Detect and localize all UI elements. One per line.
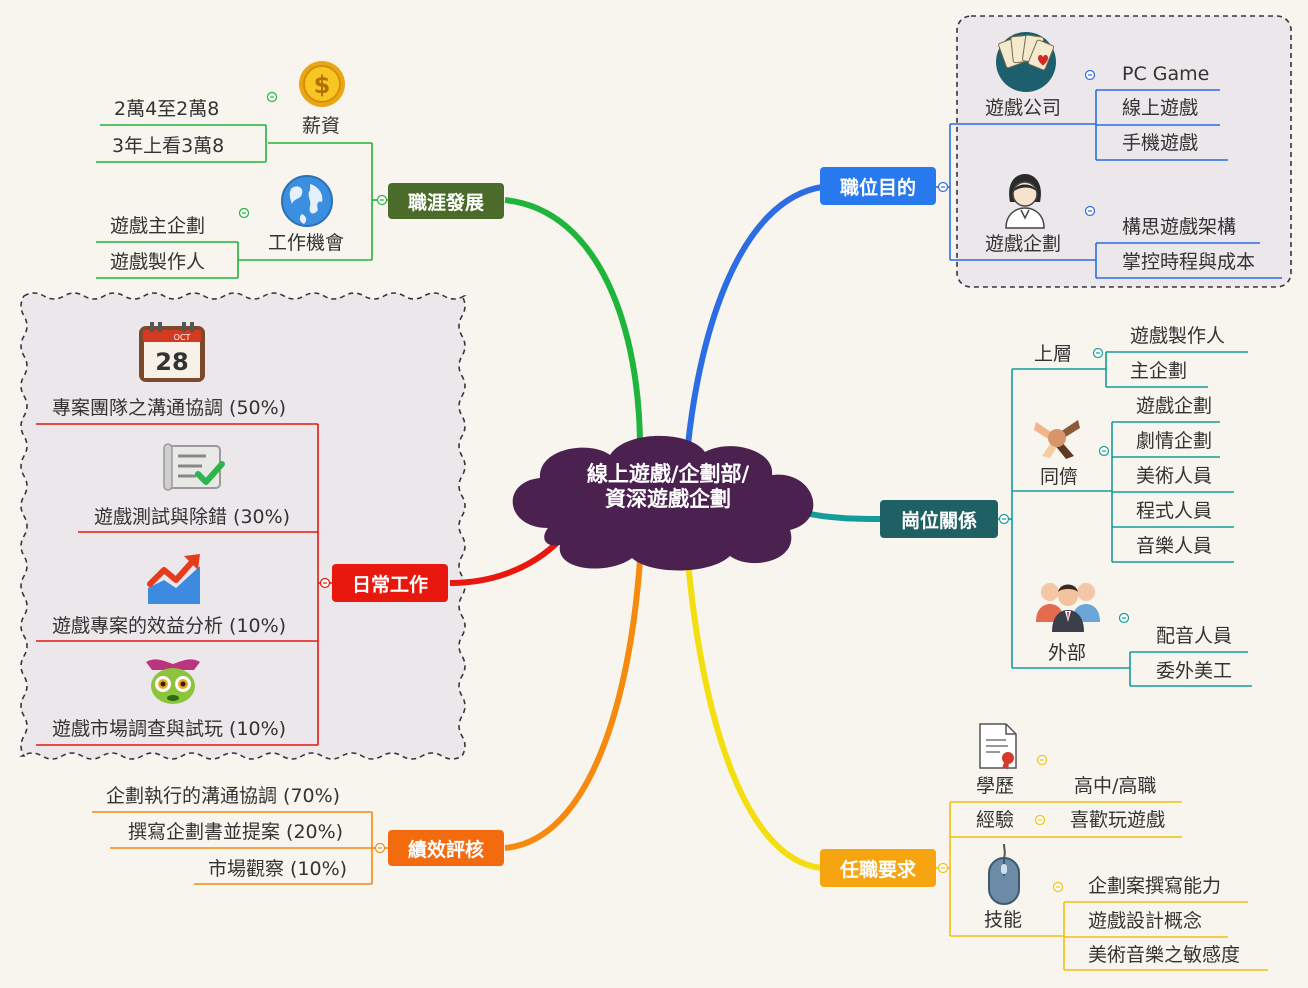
certificate-icon [976,722,1020,774]
peer-item[interactable]: 音樂人員 [1136,535,1213,557]
planner-label[interactable]: 遊戲企劃 [985,233,1062,255]
dollar-coin-icon: $ [298,60,346,112]
central-topic-line1: 線上遊戲/企劃部/ [586,462,750,486]
kpi-item[interactable]: 撰寫企劃書並提案 (20%) [128,821,344,843]
planner-item[interactable]: 構思遊戲架構 [1122,216,1237,238]
computer-mouse-icon [986,842,1022,910]
calendar-month: OCT [174,333,191,342]
calendar-day: 28 [155,348,188,376]
central-topic[interactable]: 線上遊戲/企劃部/ 資深遊戲企劃 [548,462,788,512]
upper-item[interactable]: 遊戲製作人 [1130,325,1226,347]
company-item[interactable]: PC Game [1122,63,1210,85]
peer-item[interactable]: 美術人員 [1136,465,1213,487]
salary-item[interactable]: 3年上看3萬8 [112,135,225,157]
central-topic-line2: 資深遊戲企劃 [605,487,731,511]
kpi-item[interactable]: 企劃執行的溝通協調 (70%) [106,785,341,807]
branch-career[interactable]: 職涯發展 [388,183,504,219]
skill-item[interactable]: 企劃案撰寫能力 [1088,875,1222,897]
branch-relation[interactable]: 崗位關係 [880,500,998,538]
globe-icon [280,174,334,232]
people-group-icon [1032,574,1104,638]
opportunity-label[interactable]: 工作機會 [268,232,345,254]
peer-label[interactable]: 同儕 [1040,466,1079,488]
skill-label[interactable]: 技能 [984,909,1023,931]
company-item[interactable]: 手機遊戲 [1122,132,1199,154]
daily-item[interactable]: 遊戲市場調查與試玩 (10%) [52,718,287,740]
opportunity-item[interactable]: 遊戲製作人 [110,251,206,273]
external-item[interactable]: 配音人員 [1156,625,1233,647]
peer-item[interactable]: 程式人員 [1136,500,1213,522]
planner-item[interactable]: 掌控時程與成本 [1122,251,1256,273]
skill-item[interactable]: 遊戲設計概念 [1088,910,1203,932]
branch-purpose[interactable]: 職位目的 [820,167,936,205]
upper-label[interactable]: 上層 [1034,343,1073,365]
company-item[interactable]: 線上遊戲 [1122,97,1199,119]
company-label[interactable]: 遊戲公司 [985,97,1062,119]
peer-item[interactable]: 遊戲企劃 [1136,395,1213,417]
branch-daily[interactable]: 日常工作 [332,564,448,602]
experience-label[interactable]: 經驗 [976,809,1015,831]
center-cloud [512,435,814,571]
branch-require[interactable]: 任職要求 [820,849,936,887]
woman-avatar-icon [1002,172,1048,234]
external-label[interactable]: 外部 [1048,642,1087,664]
salary-item[interactable]: 2萬4至2萬8 [114,98,220,120]
daily-item[interactable]: 專案團隊之溝通協調 (50%) [52,397,287,419]
hands-together-icon [1032,412,1082,464]
upper-item[interactable]: 主企劃 [1130,360,1188,382]
calendar-icon: OCT 28 [136,320,208,388]
checklist-icon [162,440,228,498]
education-label[interactable]: 學歷 [976,775,1015,797]
svg-text:$: $ [314,71,331,99]
daily-item[interactable]: 遊戲測試與除錯 (30%) [94,506,291,528]
experience-item[interactable]: 喜歡玩遊戲 [1070,809,1166,831]
external-item[interactable]: 委外美工 [1156,660,1233,682]
trend-chart-icon [146,550,204,610]
alien-mascot-icon [142,654,204,712]
playing-cards-icon [994,30,1058,96]
skill-item[interactable]: 美術音樂之敏感度 [1088,944,1241,966]
branch-kpi[interactable]: 績效評核 [388,830,504,866]
peer-item[interactable]: 劇情企劃 [1136,430,1213,452]
education-item[interactable]: 高中/高職 [1074,775,1157,797]
daily-item[interactable]: 遊戲專案的效益分析 (10%) [52,615,287,637]
kpi-item[interactable]: 市場觀察 (10%) [208,858,348,880]
daily-boundary [19,292,467,760]
opportunity-item[interactable]: 遊戲主企劃 [110,215,206,237]
salary-label[interactable]: 薪資 [302,115,341,137]
